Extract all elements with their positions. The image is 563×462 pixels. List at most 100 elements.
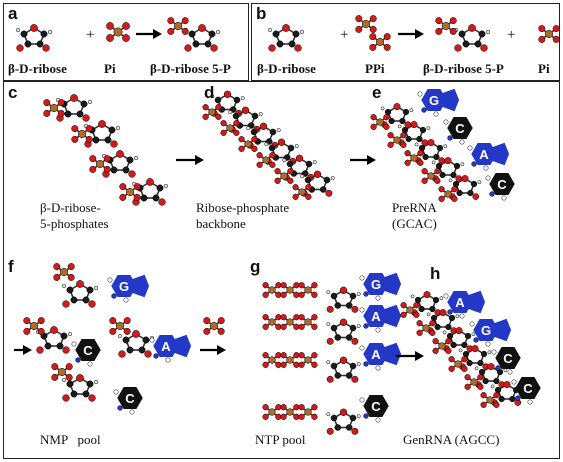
phosphate-group xyxy=(208,108,216,116)
ribose-b xyxy=(282,24,290,32)
ribose-5p-b xyxy=(468,24,476,32)
triphosphate-g xyxy=(268,286,276,294)
base-g-3 xyxy=(363,342,389,366)
phosphate-group xyxy=(115,321,125,331)
phosphate-group xyxy=(59,267,69,277)
panel-label-c: c xyxy=(8,83,18,102)
phosphate-group xyxy=(444,190,452,198)
ribose-c xyxy=(116,150,124,158)
caption-a-ribose-5p: β-D-ribose 5-P xyxy=(150,61,231,76)
backbone-unit-d xyxy=(259,122,268,130)
ntp-ribose xyxy=(339,408,348,416)
phosphate-group xyxy=(304,318,312,326)
base-h-2 xyxy=(473,318,499,342)
panel-label-e: e xyxy=(372,83,382,102)
base-f-1 xyxy=(111,274,137,298)
base-letter: C xyxy=(125,391,135,406)
nmp-ribose xyxy=(76,280,84,288)
base-letter: G xyxy=(119,279,129,294)
base-g-1 xyxy=(363,272,389,296)
base-e-1 xyxy=(421,88,447,112)
phosphate-group xyxy=(226,124,234,132)
phosphate-group xyxy=(304,408,312,416)
caption-b-ppi: PPi xyxy=(365,61,385,76)
base-letter: A xyxy=(371,309,381,324)
phosphate-group xyxy=(298,188,306,196)
operator-a-plus: + xyxy=(86,27,95,43)
panel-label-f: f xyxy=(8,257,14,276)
ribose-c xyxy=(146,178,154,186)
phosphate-group xyxy=(280,172,288,180)
phosphate-group xyxy=(438,342,446,350)
panel-b-frame xyxy=(251,3,560,81)
phosphate-group xyxy=(286,286,294,294)
backbone-unit-e xyxy=(410,121,418,129)
ribose-c xyxy=(70,94,78,102)
base-letter: C xyxy=(83,343,93,358)
base-e-4 xyxy=(489,172,515,196)
base-letter: A xyxy=(371,347,381,362)
ribose-c xyxy=(98,120,106,128)
panel-label-h: h xyxy=(430,264,441,283)
ntp-ribose xyxy=(339,286,348,294)
caption-e-line1: PreRNA xyxy=(392,200,437,215)
backbone-unit-e xyxy=(427,139,435,147)
phosphate-group xyxy=(286,356,294,364)
panel-label-g: g xyxy=(250,257,261,276)
base-letter: A xyxy=(455,295,465,310)
base-f-2 xyxy=(75,338,101,362)
phosphate-group xyxy=(173,21,183,31)
free-phosphate-f xyxy=(209,321,219,331)
base-letter: G xyxy=(371,277,381,292)
panel-label-d: d xyxy=(204,83,215,102)
base-letter: C xyxy=(503,351,513,366)
triphosphate-g xyxy=(268,408,276,416)
caption-h: GenRNA (AGCC) xyxy=(403,432,500,447)
backbone-unit-e xyxy=(393,103,401,111)
caption-a-ribose: β-D-ribose xyxy=(8,61,67,76)
phosphate-group xyxy=(470,378,478,386)
operator-b-plus-1: + xyxy=(340,27,349,43)
caption-g: NTP pool xyxy=(255,432,306,447)
caption-b-ribose-5p: β-D-ribose 5-P xyxy=(423,61,504,76)
backbone-unit-d xyxy=(277,138,286,146)
phosphate-group xyxy=(286,318,294,326)
phosphate-group xyxy=(454,360,462,368)
ribose-5p-a xyxy=(198,24,206,32)
phosphate-a xyxy=(113,27,123,37)
phosphate-group xyxy=(57,367,67,377)
phosphate-group xyxy=(304,286,312,294)
ribose-a xyxy=(30,24,38,32)
phosphate-group xyxy=(427,172,435,180)
phosphate-group xyxy=(29,321,39,331)
triphosphate-g xyxy=(268,318,276,326)
backbone-unit-e xyxy=(461,175,469,183)
ribose-ring xyxy=(76,374,84,382)
phosphate-group xyxy=(486,396,494,404)
backbone-unit-d xyxy=(241,106,250,114)
base-f-4 xyxy=(117,386,143,410)
backbone-unit-h xyxy=(487,363,495,371)
base-g-2 xyxy=(363,304,389,328)
backbone-unit-h xyxy=(423,291,431,299)
phosphate-group xyxy=(262,156,270,164)
caption-e-line2: (GCAC) xyxy=(392,216,437,231)
backbone-unit-h xyxy=(471,345,479,353)
phosphate-group xyxy=(393,136,401,144)
phosphate-group xyxy=(376,118,384,126)
phosphate-group xyxy=(422,324,430,332)
base-letter: G xyxy=(481,323,491,338)
phosphate-group xyxy=(441,21,451,31)
caption-d-line1: Ribose-phosphate xyxy=(196,200,290,215)
phosphate-group xyxy=(77,129,87,139)
backbone-unit-h xyxy=(455,327,463,335)
backbone-unit-h xyxy=(503,381,511,389)
panel-a-frame xyxy=(3,3,249,81)
base-e-3 xyxy=(471,142,497,166)
caption-c-line2: 5-phosphates xyxy=(40,216,109,231)
base-h-4 xyxy=(515,376,541,400)
main-panel-frame xyxy=(3,81,560,459)
pyrophosphate-b xyxy=(361,19,371,29)
phosphate-group xyxy=(375,37,385,47)
